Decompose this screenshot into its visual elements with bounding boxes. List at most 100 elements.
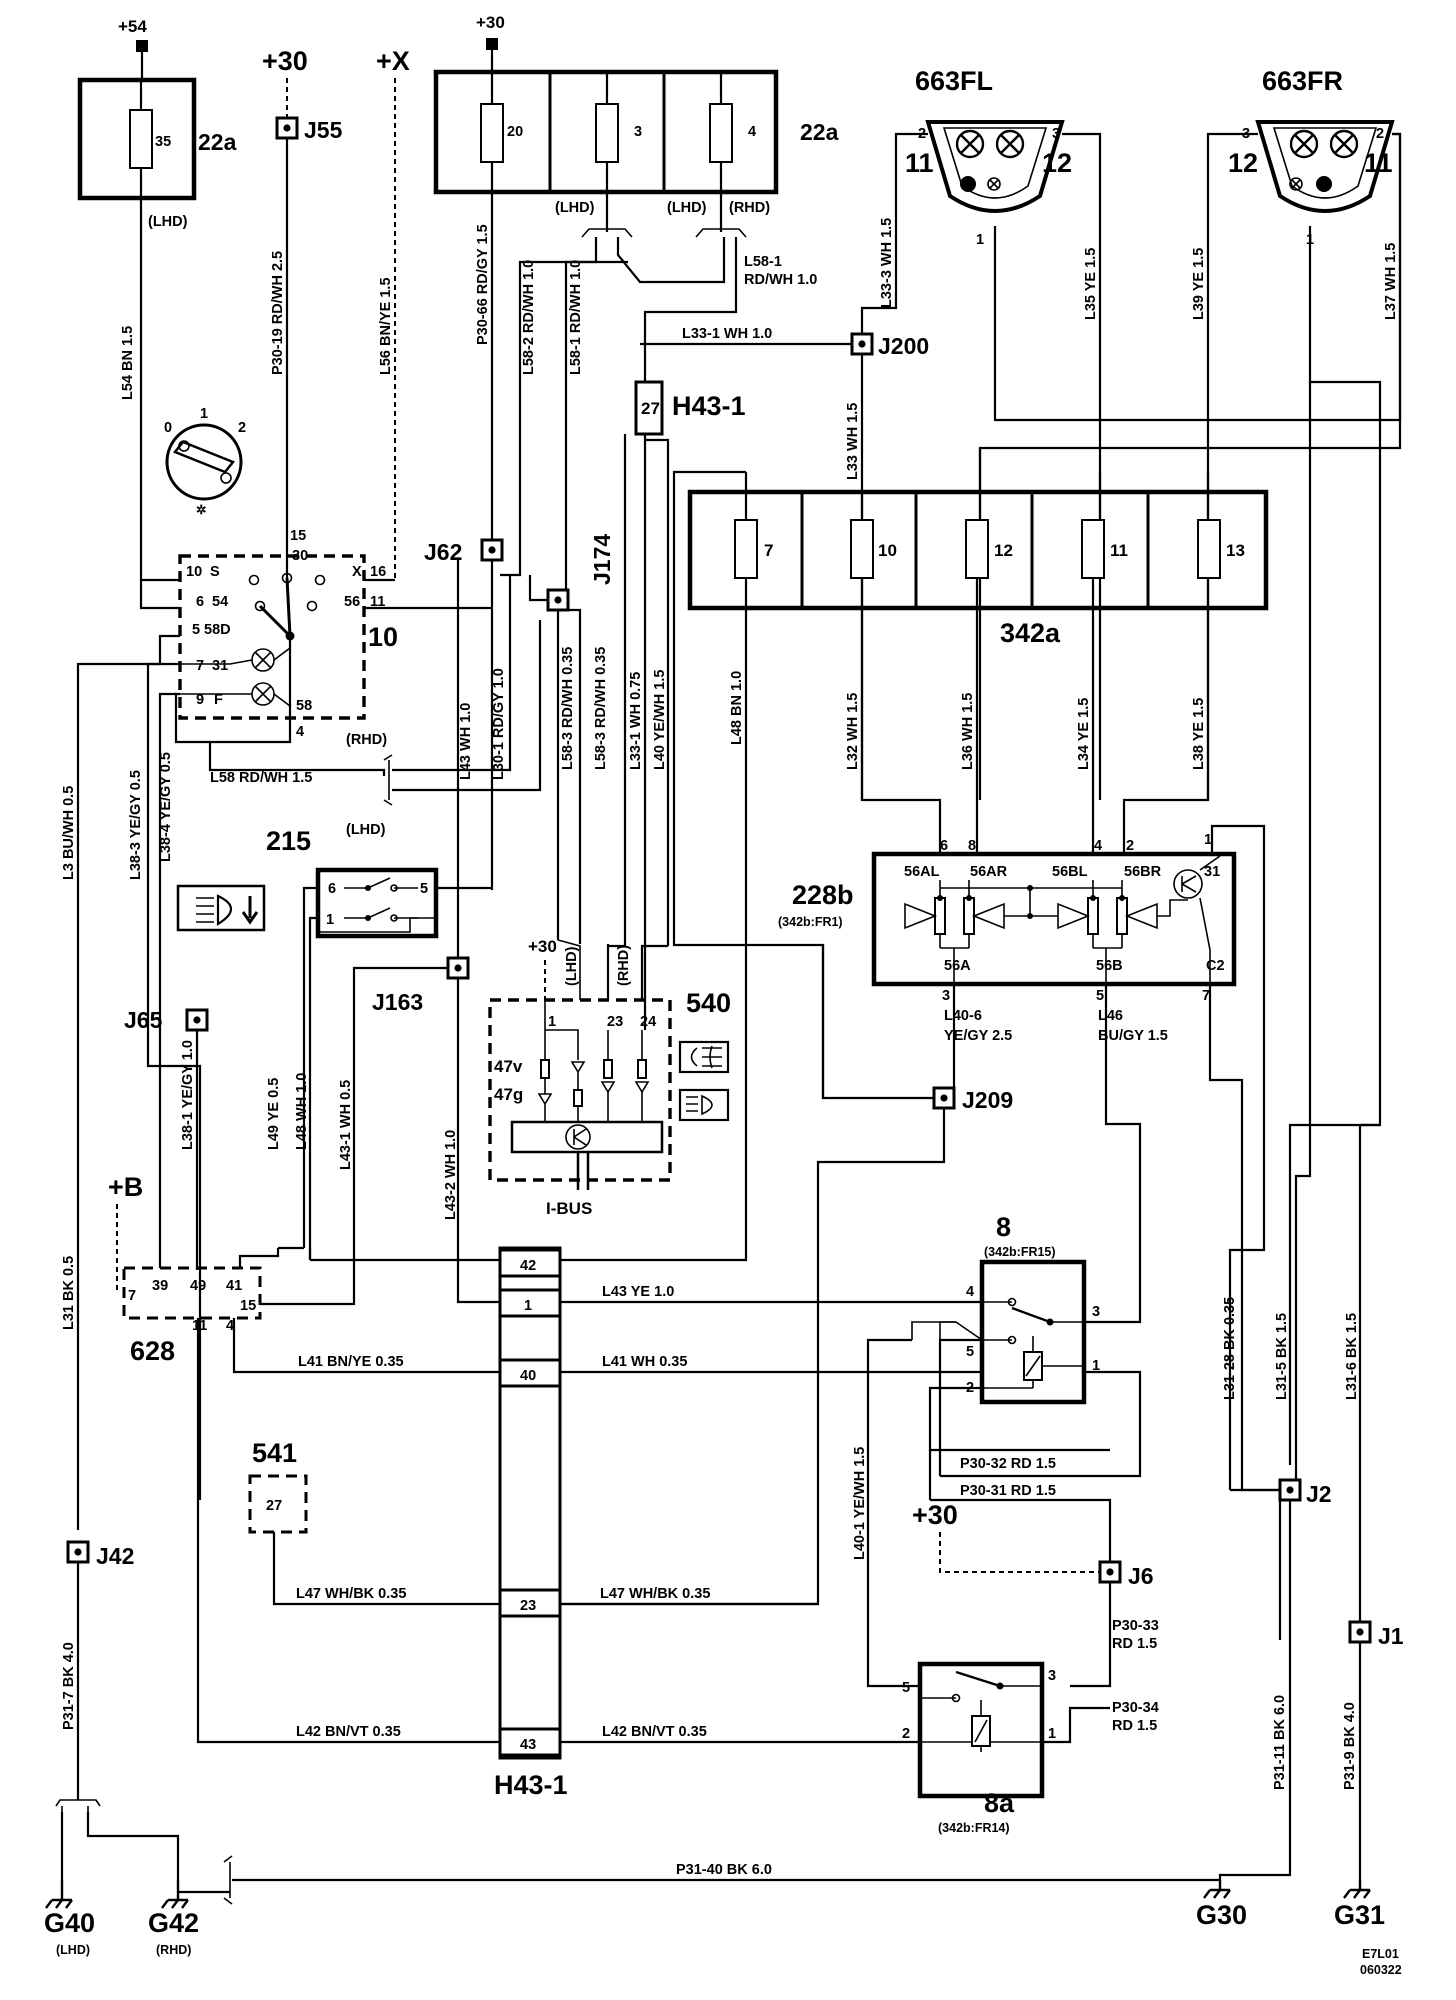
wire-L33-1-b-label: L33-1 WH 0.75 — [628, 672, 644, 770]
wire-L3-label: L3 BU/WH 0.5 — [61, 786, 77, 880]
h43-pin43: 43 — [520, 1737, 536, 1753]
switch-pin4: 4 — [296, 724, 304, 740]
wire-L46-label-a: L46 — [1098, 1008, 1123, 1024]
switch-lab54: 54 — [212, 594, 228, 610]
switch-labF: F — [214, 692, 223, 708]
pin-56A: 56A — [944, 958, 971, 974]
wire-P30-34-label-a: P30-34 — [1112, 1700, 1159, 1716]
switch-10-label: 10 — [368, 622, 398, 652]
switch-pin16: 16 — [370, 564, 386, 580]
fuse-7-label: 7 — [764, 541, 773, 560]
connector-H43-1-top-label: H43-1 — [672, 391, 746, 421]
fuse-3-label: 3 — [634, 124, 642, 140]
junction-J174-label: J174 — [589, 534, 615, 585]
fuse-10-label: 10 — [878, 541, 897, 560]
fuse-35-note: (LHD) — [148, 214, 188, 230]
module-228b-ref: (342b:FR1) — [778, 915, 843, 929]
wire-L56-label: L56 BN/YE 1.5 — [378, 277, 394, 375]
connector-H43-1-pin27-label: 27 — [641, 399, 660, 418]
junction-J65-label: J65 — [124, 1007, 163, 1033]
wire-L54-label: L54 BN 1.5 — [120, 326, 136, 400]
wire-L39-label: L39 YE 1.5 — [1191, 248, 1207, 320]
module-628-pin7: 7 — [128, 1288, 136, 1304]
relay-8-label: 8 — [996, 1212, 1011, 1242]
switch-pin5: 5 — [192, 622, 200, 638]
wire-P31-7-label: P31-7 BK 4.0 — [61, 1642, 77, 1730]
icon-headlight — [678, 1088, 730, 1122]
lamp-663FL-right-num: 12 — [1042, 148, 1072, 178]
lamp-663FR-label: 663FR — [1262, 66, 1343, 96]
module-540-lhd: (LHD) — [564, 946, 580, 986]
knob-pos-2: 2 — [238, 420, 246, 436]
wire-L48b-label: L48 WH 1.0 — [294, 1073, 310, 1150]
supply-plus54-label: +54 — [118, 17, 147, 36]
junction-J209-label: J209 — [962, 1087, 1013, 1113]
pin-56AR: 56AR — [970, 864, 1008, 880]
relay-8a-label: 8a — [984, 1788, 1015, 1818]
switch-215[interactable]: 6 5 1 — [315, 867, 439, 939]
module-540-pin24: 24 — [640, 1014, 656, 1030]
wire-L40-6-label-a: L40-6 — [944, 1008, 982, 1024]
light-switch-knob[interactable]: 0 1 2 ✲ — [164, 406, 246, 517]
wire-L58-1-label-b: RD/WH 1.0 — [744, 272, 817, 288]
wire-P30-33-label-a: P30-33 — [1112, 1618, 1159, 1634]
wire-L33-3-label: L33-3 WH 1.5 — [879, 218, 895, 308]
module-540-pin1: 1 — [548, 1014, 556, 1030]
supply-plus30-left-label: +30 — [262, 46, 308, 76]
wire-P31-40-label: P31-40 BK 6.0 — [676, 1862, 772, 1878]
switch-215-pin5: 5 — [420, 881, 428, 897]
module-228b-pin3: 3 — [942, 988, 950, 1004]
junction-J2-label: J2 — [1306, 1481, 1332, 1507]
module-628-pin4: 4 — [226, 1318, 234, 1334]
switch-lab31: 31 — [212, 658, 228, 674]
switch-lab56: 56 — [344, 594, 360, 610]
wire-L33-1-top-label: L33-1 WH 1.0 — [682, 326, 772, 342]
wire-L31-label: L31 BK 0.5 — [61, 1256, 77, 1330]
wire-L47-right-label: L47 WH/BK 0.35 — [600, 1586, 710, 1602]
junction-J163-label: J163 — [372, 989, 423, 1015]
module-228b-label: 228b — [792, 880, 854, 910]
supply-plus30-bottom-label: +30 — [912, 1500, 958, 1530]
wire-L58-1-vertical-label: L58-1 RD/WH 1.0 — [568, 260, 584, 375]
ground-G42-note: (RHD) — [156, 1943, 191, 1957]
ground-G40-label: G40 — [44, 1908, 95, 1938]
module-540-47g: 47g — [494, 1085, 523, 1104]
fuse-4-note-lhd: (LHD) — [667, 200, 707, 216]
module-540-label: 540 — [686, 988, 731, 1018]
wire-L58-rhd: (RHD) — [346, 732, 387, 748]
wire-L36-label: L36 WH 1.5 — [960, 693, 976, 770]
module-228b-top-pin2: 2 — [1126, 838, 1134, 854]
ground-G30-label: G30 — [1196, 1900, 1247, 1930]
module-540-rhd: (RHD) — [616, 945, 632, 986]
pin-C2: C2 — [1206, 958, 1225, 974]
wire-L40-label: L40 YE/WH 1.5 — [652, 670, 668, 770]
wire-L49-label: L49 YE 0.5 — [266, 1078, 282, 1150]
switch-labS: S — [210, 564, 220, 580]
module-228b-top-pin6: 6 — [940, 838, 948, 854]
module-628-label: 628 — [130, 1336, 175, 1366]
icon-fog-front — [678, 1040, 730, 1074]
module-541-label: 541 — [252, 1438, 297, 1468]
switch-lab58: 58 — [296, 698, 312, 714]
wire-L58-lhd: (LHD) — [346, 822, 386, 838]
wire-L34-label: L34 YE 1.5 — [1076, 698, 1092, 770]
switch-10: 10 15 30 10 S X 16 6 54 56 11 5 58D 7 31… — [178, 528, 398, 740]
lamp-663FR-left-num: 12 — [1228, 148, 1258, 178]
fuse-box-22a-left: 35 22a (LHD) — [77, 77, 237, 230]
wire-L41-left-label: L41 BN/YE 0.35 — [298, 1354, 404, 1370]
relay-8a: 5 3 2 1 8a (342b:FR14) — [902, 1661, 1056, 1835]
wire-L38-label: L38 YE 1.5 — [1191, 698, 1207, 770]
module-540-pin23: 23 — [607, 1014, 623, 1030]
wire-L58-3-b-label: L58-3 RD/WH 0.35 — [593, 647, 609, 770]
switch-215-pin6: 6 — [328, 881, 336, 897]
module-541-pin27: 27 — [266, 1498, 282, 1514]
pin-56AL: 56AL — [904, 864, 940, 880]
module-540: 540 +30 1 23 24 47v 47g (LHD) (RHD) I-BU… — [488, 937, 731, 1218]
fuse-box-22a-right-label: 22a — [800, 119, 839, 145]
module-228b-pin5: 5 — [1096, 988, 1104, 1004]
wire-L43-1b-label: L43-1 WH 0.5 — [338, 1080, 354, 1170]
wire-P30-32-label: P30-32 RD 1.5 — [960, 1456, 1056, 1472]
module-628-pin41: 41 — [226, 1278, 242, 1294]
wire-L31-6-label: L31-6 BK 1.5 — [1344, 1313, 1360, 1400]
module-628-pin49: 49 — [190, 1278, 206, 1294]
